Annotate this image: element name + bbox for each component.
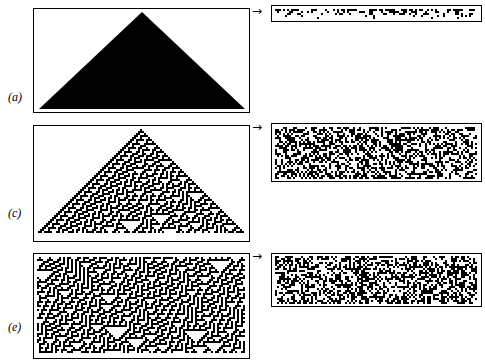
solid-triangle — [39, 12, 245, 109]
panel-label: (e) — [8, 321, 21, 333]
automaton-cells — [37, 9, 477, 353]
arrow-symbol: → — [252, 5, 262, 17]
panel-label: (a) — [8, 91, 22, 103]
panel-frame — [34, 9, 250, 113]
panel-label: (c) — [8, 207, 21, 219]
panel-frame — [272, 6, 482, 22]
arrow-symbol: → — [252, 121, 262, 133]
arrow-symbol: → — [252, 250, 262, 262]
